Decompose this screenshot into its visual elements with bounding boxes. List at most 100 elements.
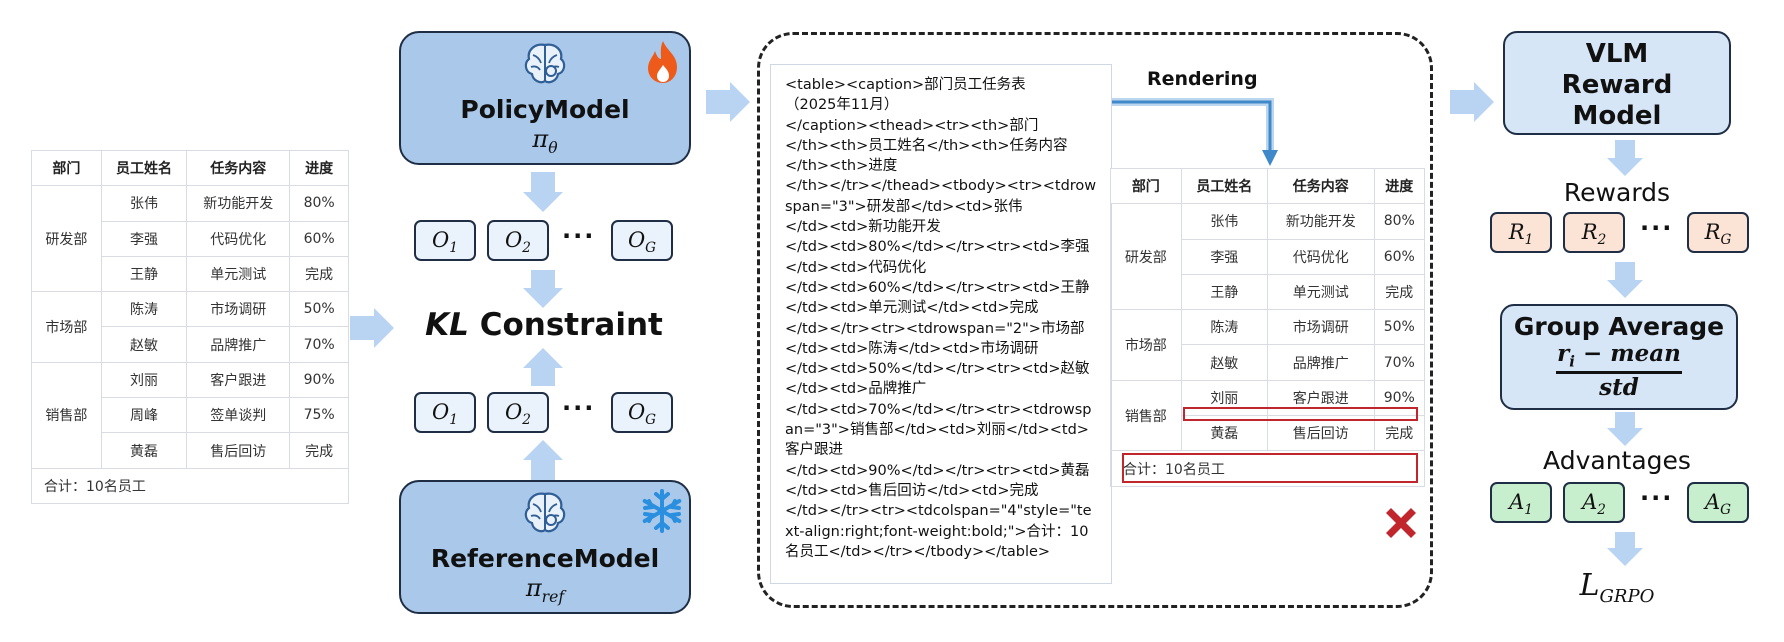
- table-cell: 新功能开发: [1266, 203, 1375, 240]
- html-code-panel: <table><caption>部门员工任务表 （2025年11月） </cap…: [770, 64, 1112, 584]
- a-sym: A: [1509, 490, 1525, 514]
- table-cell: 赵敏: [100, 326, 188, 363]
- policy-model-symbol: πθ: [401, 125, 689, 157]
- table-cell: 王静: [1180, 273, 1268, 311]
- kl-rest: Constraint: [468, 307, 663, 343]
- table-cell: 70%: [289, 326, 349, 363]
- missing-row-highlight: [1183, 407, 1418, 421]
- group-average-box: Group Average ri − mean std: [1500, 304, 1738, 410]
- arrow-up-reference-icon: [523, 440, 563, 480]
- table-header-cell: 进度: [289, 149, 349, 187]
- advantage-box-2: A2: [1563, 482, 1625, 523]
- o-sub: G: [645, 240, 657, 257]
- o-sym: O: [627, 400, 646, 424]
- table-cell: 客户跟进: [186, 361, 291, 399]
- flame-icon: [648, 41, 677, 83]
- outputs-row-bottom: O1 O 2 ··· OG: [414, 392, 684, 433]
- total-row-highlight: [1122, 453, 1418, 483]
- o-sub: 2: [522, 412, 531, 429]
- o-sym: O: [432, 228, 450, 252]
- table-cell: 签单谈判: [186, 397, 291, 434]
- reference-pi: π: [525, 574, 542, 602]
- dept-cell: 市场部: [31, 291, 102, 363]
- total-row: 合计：10名员工: [1110, 450, 1425, 487]
- table-cell: 黄磊: [100, 432, 188, 469]
- table-header-cell: 员工姓名: [100, 149, 188, 187]
- output-box-1: O1: [414, 220, 476, 261]
- arrow-down-advantages-icon: [1607, 532, 1643, 566]
- advantage-box-1: A1: [1490, 482, 1552, 523]
- table-cell: 王静: [100, 255, 188, 293]
- table-cell: 张伟: [100, 185, 188, 222]
- r-sub: 1: [1524, 232, 1534, 249]
- table-cell: 60%: [1373, 238, 1426, 275]
- reward-box-2: R2: [1563, 212, 1625, 253]
- a-sym: A: [1582, 490, 1598, 514]
- table-cell: 70%: [1373, 344, 1426, 381]
- html-code-text: <table><caption>部门员工任务表 （2025年11月） </cap…: [785, 77, 1097, 560]
- r-sub: 2: [1597, 232, 1607, 249]
- table-cell: 市场调研: [186, 291, 291, 328]
- advantage-box-g: AG: [1687, 482, 1749, 523]
- num-r: r: [1557, 340, 1570, 367]
- ref-outputs-ellipsis: ···: [562, 394, 596, 422]
- rendering-region: [757, 32, 1433, 608]
- fraction-bar: [1556, 371, 1682, 374]
- table-cell: 市场调研: [1266, 309, 1375, 346]
- arrow-down-to-kl-icon: [523, 270, 563, 308]
- output-box-g: OG: [611, 220, 673, 261]
- rendering-label: Rendering: [1147, 68, 1258, 90]
- rewards-ellipsis: ···: [1640, 214, 1674, 242]
- total-row: 合计：10名员工: [31, 467, 349, 504]
- dept-cell: 研发部: [1110, 203, 1182, 311]
- table-cell: 品牌推广: [186, 326, 291, 363]
- loss-symbol: L: [1579, 568, 1600, 603]
- arrow-into-code-icon: [706, 82, 750, 122]
- reference-model-symbol: πref: [401, 574, 689, 606]
- table-cell: 品牌推广: [1266, 344, 1375, 381]
- reference-sub: ref: [541, 587, 565, 606]
- table-header-cell: 进度: [1373, 167, 1426, 205]
- table-cell: 赵敏: [1180, 344, 1268, 381]
- o-sub: 1: [449, 240, 458, 257]
- reward-box-1: R1: [1490, 212, 1552, 253]
- a-sub: G: [1720, 502, 1732, 519]
- source-table-head: 部门员工姓名任务内容进度: [31, 149, 349, 187]
- group-average-denominator: std: [1599, 374, 1639, 401]
- table-cell: 90%: [289, 361, 349, 399]
- table-cell: 单元测试: [1266, 273, 1375, 311]
- o-sym: O: [432, 400, 450, 424]
- dept-cell: 研发部: [31, 185, 102, 293]
- a-sub: 2: [1597, 502, 1606, 519]
- kl-constraint-label: KL Constraint: [400, 307, 688, 343]
- loss-grpo: LGRPO: [1503, 568, 1731, 607]
- output-box-2: O2: [487, 220, 549, 261]
- rewards-row: R1 R2 ··· RG: [1490, 212, 1750, 253]
- ref-output-box-g: OG: [611, 392, 673, 433]
- r-sym: R: [1581, 220, 1598, 244]
- source-header-row: 部门员工姓名任务内容进度: [31, 149, 349, 187]
- advantages-ellipsis: ···: [1640, 484, 1674, 512]
- ref-output-box-1: O1: [414, 392, 476, 433]
- outputs-row-top: O1 O2 ··· OG: [414, 220, 684, 261]
- dept-cell: 市场部: [1110, 309, 1182, 381]
- table-cell: 客户跟进: [1266, 379, 1375, 417]
- rendered-table-head: 部门员工姓名任务内容进度: [1110, 167, 1426, 205]
- table-header-cell: 部门: [1110, 167, 1182, 205]
- vlm-line-3: Model: [1572, 101, 1662, 131]
- table-cell: 代码优化: [1266, 238, 1375, 275]
- group-average-numerator: ri − mean: [1502, 340, 1736, 371]
- table-cell: 单元测试: [186, 255, 291, 293]
- arrow-down-vlm-icon: [1607, 140, 1643, 176]
- table-cell: 60%: [289, 220, 349, 257]
- vlm-reward-model-box: VLM Reward Model: [1503, 31, 1731, 135]
- table-header-cell: 员工姓名: [1180, 167, 1268, 205]
